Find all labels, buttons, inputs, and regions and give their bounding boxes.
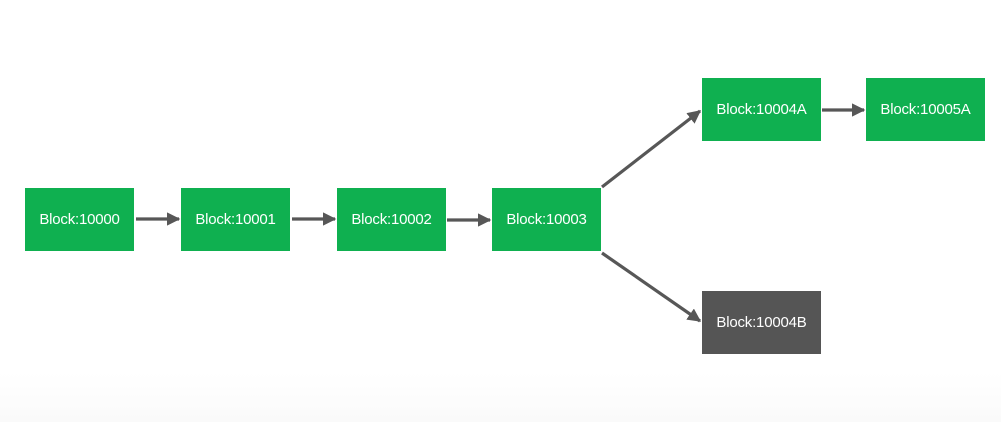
block-10000: Block:10000: [25, 188, 134, 251]
block-label: Block:10004B: [716, 314, 807, 331]
block-label: Block:10002: [351, 211, 432, 228]
block-label: Block:10004A: [716, 101, 807, 118]
block-10005a: Block:10005A: [866, 78, 985, 141]
block-10001: Block:10001: [181, 188, 290, 251]
block-label: Block:10001: [195, 211, 276, 228]
block-10002: Block:10002: [337, 188, 446, 251]
block-label: Block:10003: [506, 211, 587, 228]
arrow-10003-to-10004a: [601, 109, 702, 189]
background-shade: [0, 372, 1001, 422]
block-10004b: Block:10004B: [702, 291, 821, 354]
arrow-10003-to-10004b: [601, 251, 702, 323]
block-label: Block:10000: [39, 211, 120, 228]
block-label: Block:10005A: [880, 101, 971, 118]
block-10003: Block:10003: [492, 188, 601, 251]
block-10004a: Block:10004A: [702, 78, 821, 141]
